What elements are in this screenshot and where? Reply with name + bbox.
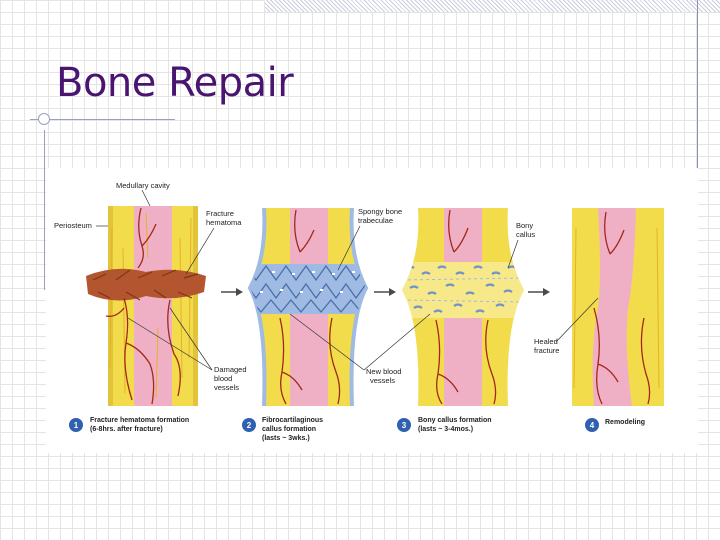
decor-vertical-line-left [44, 130, 45, 290]
step-1-duration: (6-8hrs. after fracture) [90, 426, 163, 433]
bone-repair-figure: Medullary cavity Periosteum Fracture hem… [46, 168, 698, 453]
step-2-badge [242, 418, 256, 432]
decor-circle-mark [38, 113, 50, 125]
step-2-number: 2 [247, 421, 252, 430]
step-1-number: 1 [74, 421, 79, 430]
step-3-duration: (lasts ~ 3-4mos.) [418, 426, 473, 433]
step-4-number: 4 [590, 421, 595, 430]
decor-vertical-line-right [697, 0, 698, 188]
bone-stage-2 [247, 207, 369, 407]
label-fracture-hematoma-line1: Fracture [206, 209, 234, 218]
fracture-hematoma [86, 268, 206, 301]
label-fracture-hematoma-line2: hematoma [206, 218, 242, 227]
bony-callus [402, 262, 524, 318]
step-2-duration: (lasts ~ 3wks.) [262, 435, 310, 442]
bone-stage-1 [86, 206, 206, 406]
step-1-badge [69, 418, 83, 432]
header-pattern [265, 0, 720, 12]
step-3-badge [397, 418, 411, 432]
label-spongy-bone-line1: Spongy bone [358, 207, 402, 216]
label-medullary-cavity: Medullary cavity [116, 181, 170, 190]
medullary-cavity [592, 208, 636, 406]
label-spongy-bone-line2: trabeculae [358, 216, 393, 225]
label-bony-callus-line2: callus [516, 230, 535, 239]
step-3-number: 3 [402, 421, 407, 430]
new-blood-vessels [279, 209, 341, 405]
label-damaged-vessels-line3: vessels [214, 383, 239, 392]
bone-stage-4 [572, 208, 664, 406]
blood-vessels [105, 207, 181, 405]
label-periosteum: Periosteum [54, 221, 92, 230]
step-2-caption: Fibrocartilaginous [262, 417, 323, 424]
label-healed-fracture-line1: Healed [534, 337, 558, 346]
label-damaged-vessels-line1: Damaged [214, 365, 247, 374]
label-bony-callus-line1: Bony [516, 221, 533, 230]
step-4-caption: Remodeling [605, 419, 645, 426]
step-2-caption-line2: callus formation [262, 426, 316, 433]
label-new-vessels-line1: New blood [366, 367, 401, 376]
decor-horizontal-line [30, 119, 175, 120]
bone-repair-diagram: Medullary cavity Periosteum Fracture hem… [54, 181, 664, 442]
label-new-vessels-line2: vessels [370, 376, 395, 385]
bone-stage-3 [402, 208, 524, 406]
label-healed-fracture-line2: fracture [534, 346, 559, 355]
step-1-caption: Fracture hematoma formation [90, 417, 189, 424]
slide-title: Bone Repair [56, 60, 294, 106]
step-3-caption: Bony callus formation [418, 417, 492, 424]
label-damaged-vessels-line2: blood [214, 374, 232, 383]
step-4-badge [585, 418, 599, 432]
